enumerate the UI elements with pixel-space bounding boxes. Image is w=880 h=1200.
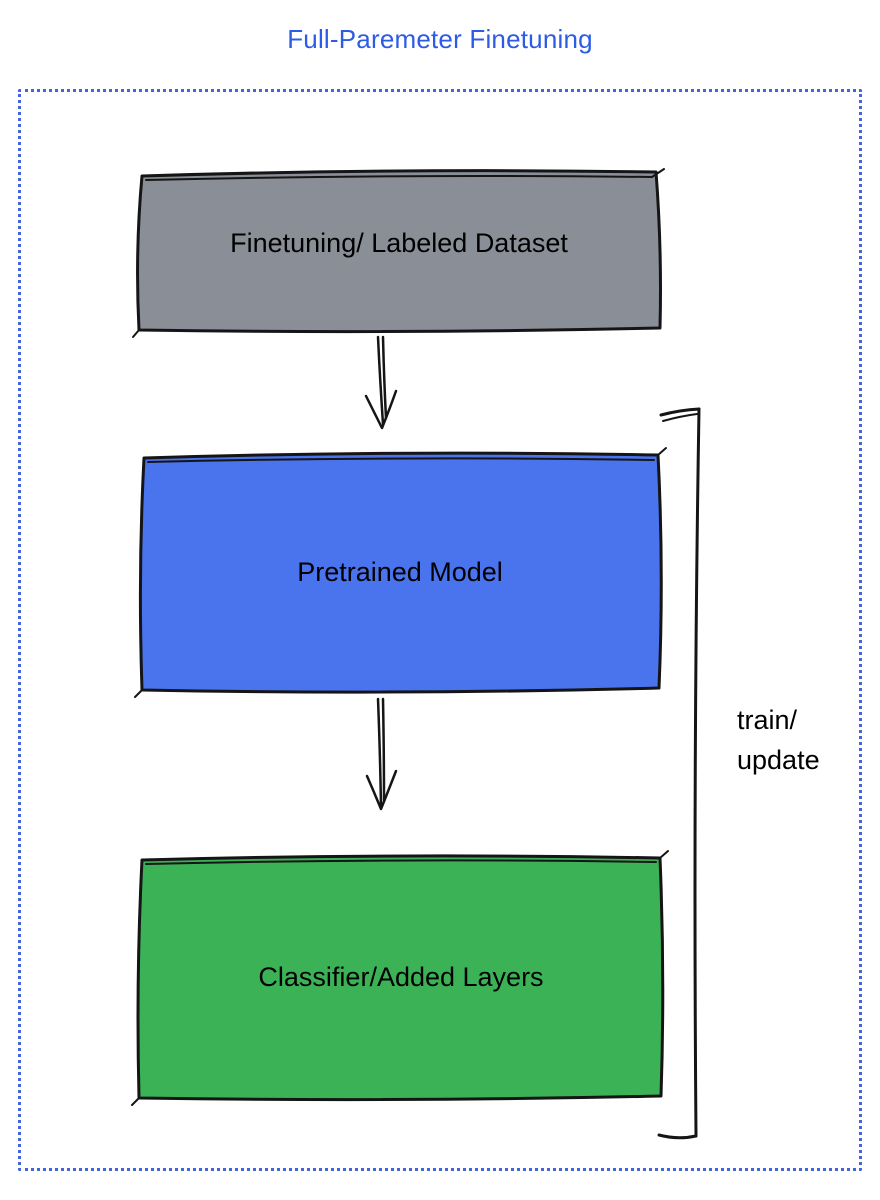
dataset-box-label: Finetuning/ Labeled Dataset (230, 227, 568, 258)
dataset-box-sketch-stroke (132, 168, 665, 338)
arrow-pretrained-to-classifier (365, 697, 398, 811)
train-update-bracket (657, 407, 701, 1140)
classifier-box-label: Classifier/Added Layers (258, 961, 544, 992)
pretrained-box-shape (138, 451, 663, 694)
diagram-title: Full-Paremeter Finetuning (287, 24, 593, 54)
dataset-box-shape (136, 169, 662, 334)
pretrained-box-sketch-stroke (134, 447, 667, 698)
pretrained-box-label: Pretrained Model (297, 556, 503, 587)
classifier-box-sketch-stroke (131, 850, 669, 1106)
classifier-box-shape (136, 854, 665, 1102)
bracket-label-line1: train/ (737, 705, 798, 735)
arrow-dataset-to-pretrained (364, 335, 398, 430)
bracket-label: train/ update (737, 700, 820, 780)
bracket-label-line2: update (737, 745, 820, 775)
